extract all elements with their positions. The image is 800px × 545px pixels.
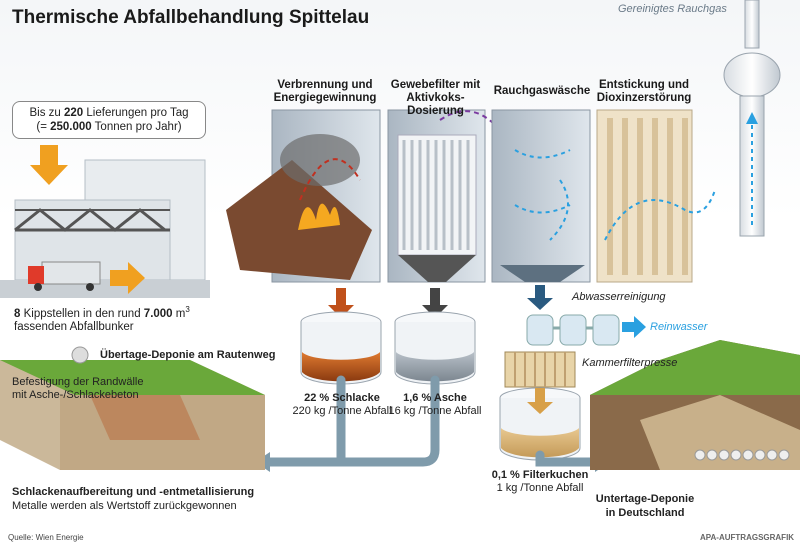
credit-label: APA-AUFTRAGSGRAFIK <box>700 533 795 542</box>
slag-rate: 220 kg /Tonne Abfall <box>292 405 392 417</box>
deliveries-count: 220 <box>64 107 84 119</box>
ash-container <box>394 311 476 385</box>
bunker-volume: 7.000 <box>143 307 173 320</box>
slag-label: 22 % Schlacke 220 kg /Tonne Abfall <box>282 392 402 418</box>
source-label: Quelle: Wien Energie <box>8 533 84 542</box>
slag-percent: 22 % Schlacke <box>304 392 380 404</box>
deliveries-line2-post: Tonnen pro Jahr) <box>91 121 182 133</box>
bunker-unit: m <box>172 307 186 320</box>
bunker-text: 8 Kippstellen in den rund 7.000 m3 fasse… <box>14 303 190 334</box>
flue-gas-scrubber <box>491 109 591 283</box>
denox-reactor <box>596 109 716 283</box>
slag-processing-text: Schlackenaufbereitung und -entmetallisie… <box>12 485 254 513</box>
page-title: Thermische Abfallbehandlung Spittelau <box>12 7 370 28</box>
underground-line2: in Deutschland <box>605 507 685 519</box>
wastewater-label: Abwasserreinigung <box>572 291 666 303</box>
bunker-line2: fassenden Abfallbunker <box>14 320 134 333</box>
deliveries-line1-pre: Bis zu <box>29 107 65 119</box>
deliveries-box: Bis zu 220 Lieferungen pro Tag (= 250.00… <box>12 101 206 139</box>
slag-processing-title: Schlackenaufbereitung und -entmetallisie… <box>12 486 255 498</box>
clean-water-arrow <box>622 316 646 338</box>
surface-landfill-note: Befestigung der Randwälle mit Asche-/Sch… <box>12 376 143 402</box>
filter-press <box>504 351 576 388</box>
note-line1: Befestigung der Randwälle <box>12 376 144 388</box>
residue-pipes <box>265 375 600 467</box>
ash-label: 1,6 % Asche 16 kg /Tonne Abfall <box>380 392 490 418</box>
surface-landfill <box>0 346 265 470</box>
wastewater-treatment <box>526 314 620 346</box>
slag-processing-line2: Metalle werden als Wertstoff zurückgewon… <box>12 500 237 512</box>
ash-down-arrow <box>422 288 448 318</box>
ash-percent: 1,6 % Asche <box>403 392 467 404</box>
clean-water-label: Reinwasser <box>650 321 708 333</box>
deliveries-line1-post: Lieferungen pro Tag <box>83 107 189 119</box>
bunker-count: 8 <box>14 307 21 320</box>
bunker-unit-sup: 3 <box>185 305 190 314</box>
stage-denox-label: Entstickung und Dioxinzerstörung <box>594 79 694 105</box>
incinerator-tower <box>723 0 781 237</box>
fabric-filter <box>387 109 496 283</box>
filtercake-arrow <box>527 388 553 414</box>
clean-fluegas-label: Gereinigtes Rauchgas <box>618 3 727 15</box>
stage-denox-text: Entstickung und Dioxinzerstörung <box>596 79 692 104</box>
slag-down-arrow <box>328 288 354 318</box>
deliveries-tonnage: 250.000 <box>50 121 92 133</box>
stage-scrubber-label: Rauchgaswäsche <box>493 85 591 97</box>
bunker-text1: Kippstellen in den rund <box>20 307 144 320</box>
filtercake-rate: 1 kg /Tonne Abfall <box>496 482 584 494</box>
surface-landfill-title: Übertage-Deponie am Rautenweg <box>100 349 276 361</box>
underground-line1: Untertage-Deponie <box>595 493 695 505</box>
input-arrow <box>30 145 68 185</box>
stage-combustion-label: Verbrennung und Energiegewinnung <box>270 79 380 105</box>
delivery-arrow <box>110 262 145 294</box>
filter-press-label: Kammerfilterpresse <box>582 357 678 369</box>
filtercake-percent: 0,1 % Filterkuchen <box>491 469 589 481</box>
stage-filter-text: Gewebefilter mit Aktivkoks-Dosierung <box>390 79 481 117</box>
combustion-chamber <box>226 109 381 283</box>
ash-rate: 16 kg /Tonne Abfall <box>388 405 482 417</box>
slag-container <box>300 311 382 385</box>
underground-landfill-label: Untertage-Deponie in Deutschland <box>590 492 700 520</box>
filtercake-label: 0,1 % Filterkuchen 1 kg /Tonne Abfall <box>480 469 600 495</box>
underground-landfill <box>590 340 800 470</box>
deliveries-line2-pre: (= <box>36 121 51 133</box>
stage-filter-label: Gewebefilter mit Aktivkoks-Dosierung <box>378 79 493 118</box>
truck-icon <box>28 261 101 291</box>
stage-combustion-text: Verbrennung und Energiegewinnung <box>273 79 377 104</box>
note-line2: mit Asche-/Schlackebeton <box>12 389 139 401</box>
wastewater-down-arrow <box>527 285 553 310</box>
